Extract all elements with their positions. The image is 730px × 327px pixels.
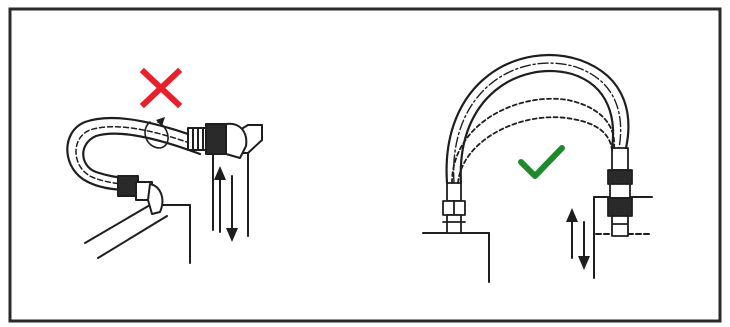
incorrect-panel — [66, 116, 263, 264]
diagram-frame — [8, 7, 722, 323]
right-fitting — [607, 147, 633, 237]
correct-panel — [422, 53, 653, 283]
left-fitting — [442, 182, 466, 234]
arched-hose — [445, 53, 630, 185]
alternate-hose-positions — [451, 97, 616, 184]
twisted-hose — [66, 116, 202, 192]
top-fitting — [187, 122, 248, 159]
right-vertical-arrows — [566, 208, 590, 270]
bottom-fitting — [117, 175, 164, 215]
checkmark-icon — [518, 145, 565, 179]
left-vertical-arrows — [214, 166, 238, 242]
cross-icon — [139, 67, 183, 109]
